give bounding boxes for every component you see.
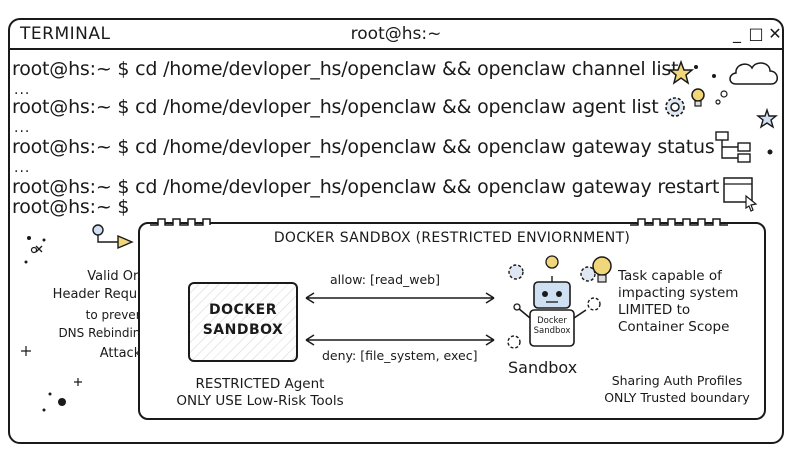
docker-sandbox-panel: DOCKER SANDBOX (RESTRICTED ENVIORNMENT) …: [138, 218, 766, 420]
pointer-flag-icon: [24, 224, 134, 264]
allow-label: allow: [read_web]: [330, 272, 440, 287]
box-label-line1: DOCKER: [209, 302, 277, 318]
cursor-icon: [745, 194, 758, 212]
restricted-note: RESTRICTED Agent ONLY USE Low-Risk Tools: [160, 376, 360, 410]
restricted-note-line: ONLY USE Low-Risk Tools: [176, 393, 344, 409]
gear-icon: [587, 297, 601, 311]
side-note-line5: Attacks: [99, 346, 148, 361]
robot-badge-line2: Sandbox: [533, 326, 571, 336]
browser-window-icon: [723, 177, 758, 212]
minimize-button[interactable]: _: [733, 24, 741, 43]
window-title: root@hs:~: [350, 24, 442, 44]
auth-note-line: Sharing Auth Profiles: [611, 373, 743, 388]
gear-icon: [508, 264, 524, 280]
gear-icon: [580, 266, 596, 282]
allow-arrow: [305, 292, 495, 304]
title-bar: TERMINAL root@hs:~ _ □ ✕: [10, 20, 782, 50]
close-button[interactable]: ✕: [768, 24, 782, 43]
gear-icon: [507, 335, 521, 349]
robot-caption: Sandbox: [508, 358, 578, 377]
cloud-icon: [729, 62, 778, 85]
box-label-line2: SANDBOX: [202, 322, 284, 338]
lightbulb-icon: [691, 88, 705, 107]
robot-badge-line1: Docker: [537, 316, 567, 326]
sparkle-dots-icon: [21, 346, 82, 412]
sparkle-dots-icon: [694, 65, 716, 78]
auth-note: Sharing Auth Profiles ONLY Trusted bound…: [594, 372, 760, 406]
task-note-line: impacting system: [618, 285, 739, 301]
deny-arrow: [305, 334, 495, 346]
task-note-line: Task capable of: [618, 268, 722, 284]
bubble-dots-icon: [715, 90, 728, 105]
lightbulb-icon: [592, 256, 612, 283]
terminal-line-1: root@hs:~ $ cd /home/devloper_hs/opencla…: [12, 58, 679, 80]
terminal-ellipsis: ...: [14, 82, 31, 98]
robot-icon: [507, 255, 601, 349]
docker-sandbox-box: DOCKER SANDBOX: [188, 282, 298, 362]
terminal-ellipsis: ...: [14, 120, 31, 136]
side-note-line3: to prevent: [85, 308, 148, 322]
lightbulb-icon: [545, 255, 559, 269]
deny-label: deny: [file_system, exec]: [322, 348, 478, 363]
task-note-line: Container Scope: [618, 319, 730, 335]
terminal-line-2: root@hs:~ $ cd /home/devloper_hs/opencla…: [12, 96, 659, 118]
star-icon: [756, 107, 778, 129]
terminal-ellipsis: ...: [14, 160, 31, 176]
dot-icon: [767, 149, 773, 155]
app-label: TERMINAL: [20, 24, 111, 44]
maximize-button[interactable]: □: [748, 24, 764, 43]
terminal-line-4: root@hs:~ $ cd /home/devloper_hs/opencla…: [12, 176, 720, 198]
side-note-line2: Header Required: [52, 287, 162, 302]
sandbox-title: DOCKER SANDBOX (RESTRICTED ENVIORNMENT): [273, 230, 631, 246]
task-note-line: LIMITED to: [618, 302, 691, 318]
side-note-line4: DNS Rebinding: [58, 326, 148, 340]
restricted-note-line: RESTRICTED Agent: [195, 376, 325, 392]
crenellation-border: [150, 218, 728, 226]
robot-badge: Docker Sandbox: [531, 316, 573, 336]
permission-arrows: [305, 292, 495, 346]
gear-icon: [665, 97, 685, 117]
task-note: Task capable of impacting system LIMITED…: [618, 268, 738, 336]
terminal-line-3: root@hs:~ $ cd /home/devloper_hs/opencla…: [12, 136, 715, 158]
auth-note-line: ONLY Trusted boundary: [604, 390, 750, 405]
flowchart-icon: [715, 131, 751, 163]
terminal-prompt[interactable]: root@hs:~ $: [12, 196, 130, 218]
star-icon: [667, 59, 695, 85]
